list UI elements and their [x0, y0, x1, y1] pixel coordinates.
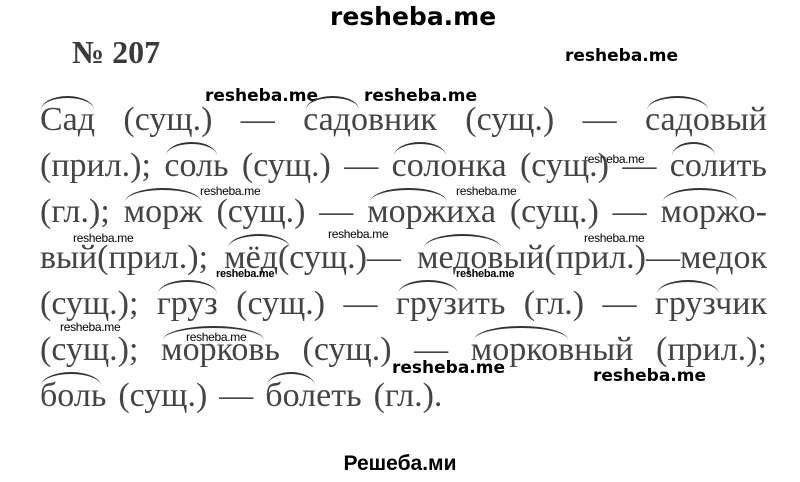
- word: (сущ.);: [40, 331, 139, 368]
- dash: —: [344, 147, 379, 184]
- dash: —: [612, 193, 647, 230]
- root-arc: [305, 96, 360, 110]
- word: болеть: [265, 372, 362, 416]
- watermark-line2: resheba.me: [584, 152, 645, 166]
- word: моржо-: [661, 188, 767, 232]
- root-arc: [393, 142, 446, 156]
- root-arc: [647, 96, 709, 110]
- watermark-line3-b: resheba.me: [456, 184, 517, 198]
- word: медовый(прил.)—медок: [417, 234, 767, 278]
- watermark-line4-c: resheba.me: [584, 231, 645, 245]
- word: морж: [124, 188, 203, 232]
- root-arc: [423, 234, 501, 248]
- watermark-line6-a: resheba.me: [60, 320, 121, 334]
- dash: —: [240, 101, 275, 138]
- watermark-line1-a: resheba.me: [205, 86, 319, 106]
- root-arc: [227, 234, 290, 248]
- root-arc: [163, 326, 265, 340]
- dash: —: [319, 193, 354, 230]
- word: (сущ.): [123, 101, 213, 138]
- root-arc: [474, 326, 569, 340]
- root-arc: [165, 142, 217, 156]
- word: (сущ.): [465, 101, 555, 138]
- dash: —: [219, 377, 254, 414]
- text-line-2: (прил.); соль (сущ.) — солонка (сущ.) — …: [40, 142, 767, 186]
- word: (сущ.): [509, 193, 599, 230]
- word: боль: [40, 372, 106, 416]
- word: (гл.);: [40, 193, 110, 230]
- word: (прил.);: [40, 147, 151, 184]
- word: (сущ.): [236, 285, 326, 322]
- text-line-3: (гл.); морж (сущ.) — моржиха (сущ.) — мо…: [40, 188, 767, 232]
- root-arc: [671, 142, 716, 156]
- watermark-right-title: resheba.me: [565, 46, 679, 66]
- dash: —: [582, 101, 617, 138]
- text-line-4: вый(прил.); мёд(сущ.)— медовый(прил.)—ме…: [40, 234, 767, 278]
- word: груз: [157, 280, 218, 324]
- word: (гл.): [523, 285, 585, 322]
- word: (сущ.): [118, 377, 208, 414]
- watermark-line3-a: resheba.me: [200, 184, 261, 198]
- word: Сад: [40, 96, 95, 140]
- text-line-7: боль (сущ.) — болеть (гл.).: [40, 372, 767, 416]
- root-arc: [369, 188, 448, 202]
- word: (гл.).: [373, 377, 443, 414]
- word: соль: [164, 142, 228, 186]
- root-arc: [398, 280, 459, 294]
- dash: —: [414, 331, 449, 368]
- watermark-top: resheba.me: [330, 2, 497, 31]
- word: грузчик: [655, 280, 767, 324]
- root-arc: [41, 96, 94, 110]
- watermark-line4-d: resheba.me: [216, 268, 275, 280]
- root-arc: [662, 188, 738, 202]
- watermark-line1-b: resheba.me: [364, 86, 478, 106]
- word: грузить: [396, 280, 505, 324]
- watermark-line4-b: resheba.me: [328, 227, 389, 241]
- watermark-bottom-right: resheba.me: [593, 366, 707, 386]
- word: (сущ.): [519, 147, 609, 184]
- root-arc: [125, 188, 202, 202]
- watermark-line4-a: resheba.me: [73, 231, 134, 245]
- word: (сущ.): [216, 193, 306, 230]
- word: (прил.);: [656, 331, 767, 368]
- word: садовый: [645, 96, 767, 140]
- text-line-6: (сущ.); морковь (сущ.) — морковный (прил…: [40, 326, 767, 370]
- word: (сущ.): [241, 147, 331, 184]
- root-arc: [657, 280, 719, 294]
- word: морковь: [161, 326, 280, 370]
- word: (сущ.): [302, 331, 392, 368]
- word: солить: [670, 142, 767, 186]
- watermark-line4-e: resheba.me: [456, 268, 515, 280]
- root-arc: [41, 372, 101, 386]
- exercise-number: № 207: [72, 34, 161, 70]
- root-arc: [158, 280, 217, 294]
- word: морковный: [471, 326, 633, 370]
- dash: —: [622, 147, 657, 184]
- word: садовник: [303, 96, 437, 140]
- word: (сущ.);: [40, 285, 139, 322]
- word: моржиха: [367, 188, 496, 232]
- root-arc: [267, 372, 316, 386]
- word: солонка: [392, 142, 507, 186]
- text-line-1: Сад (сущ.) — садовник (сущ.) — садовый: [40, 96, 767, 140]
- word: вый(прил.);: [40, 239, 209, 276]
- word: мёд(сущ.)—: [224, 234, 401, 278]
- text-line-5: (сущ.); груз (сущ.) — грузить (гл.) — гр…: [40, 280, 767, 324]
- dash: —: [602, 285, 637, 322]
- dash: —: [343, 285, 378, 322]
- footer-label: Решеба.ми: [343, 452, 457, 475]
- watermark-bottom-mid: resheba.me: [392, 358, 506, 378]
